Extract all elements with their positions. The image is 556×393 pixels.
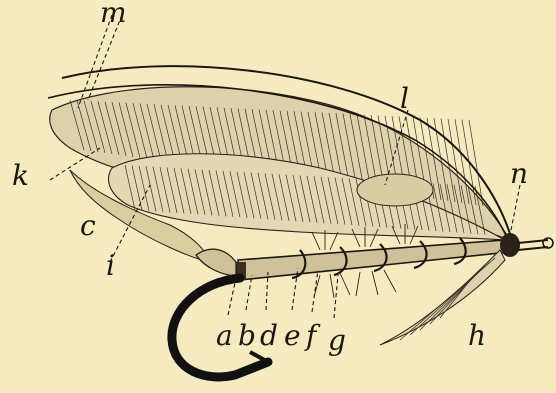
label-i: i xyxy=(106,249,115,282)
label-c: c xyxy=(80,209,96,242)
label-d: d xyxy=(260,319,278,352)
label-f: f xyxy=(304,319,321,352)
butt xyxy=(196,249,236,276)
label-k: k xyxy=(12,159,29,192)
label-e: e xyxy=(284,319,301,352)
label-l: l xyxy=(400,82,409,115)
cheek-feather xyxy=(357,174,433,206)
label-g: g xyxy=(328,324,346,357)
label-b: b xyxy=(238,319,256,352)
label-m: m xyxy=(100,0,127,29)
hook-eye-loop xyxy=(543,238,553,248)
fly-head xyxy=(500,233,520,257)
fly-body xyxy=(238,240,510,280)
label-h: h xyxy=(468,319,486,352)
label-n: n xyxy=(510,157,528,190)
label-a: a xyxy=(216,319,233,352)
hook-barb xyxy=(250,352,268,362)
